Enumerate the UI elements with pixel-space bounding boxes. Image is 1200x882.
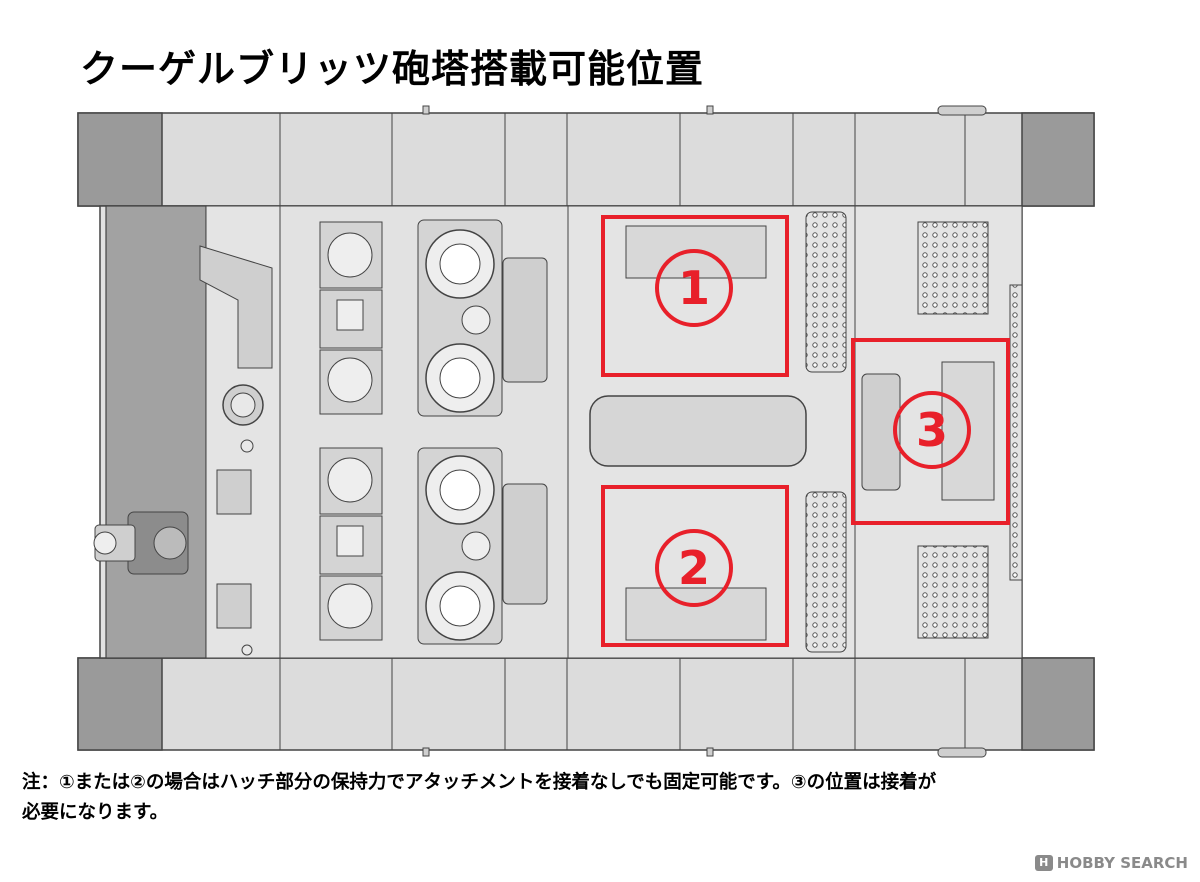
position-2-frame <box>601 485 789 647</box>
position-1-label: 1 <box>678 261 710 315</box>
watermark: H HOBBY SEARCH <box>1034 854 1188 872</box>
installation-note: 注：①または②の場合はハッチ部分の保持力でアタッチメントを接着なしでも固定可能で… <box>22 768 1192 828</box>
watermark-text: HOBBY SEARCH <box>1056 854 1188 872</box>
position-3-label: 3 <box>916 403 948 457</box>
hull-deck <box>93 205 1023 659</box>
position-2-label: 2 <box>678 541 710 595</box>
note-line-2: 必要になります。 <box>22 802 169 823</box>
note-line-1: 注：①または②の場合はハッチ部分の保持力でアタッチメントを接着なしでも固定可能で… <box>22 772 937 793</box>
page-title: クーゲルブリッツ砲塔搭載可能位置 <box>80 47 705 91</box>
position-1-frame <box>601 215 789 377</box>
bottom-fender <box>77 657 1095 758</box>
top-fender <box>77 105 1095 207</box>
watermark-logo-icon: H <box>1034 855 1053 871</box>
position-3-frame <box>851 338 1010 525</box>
